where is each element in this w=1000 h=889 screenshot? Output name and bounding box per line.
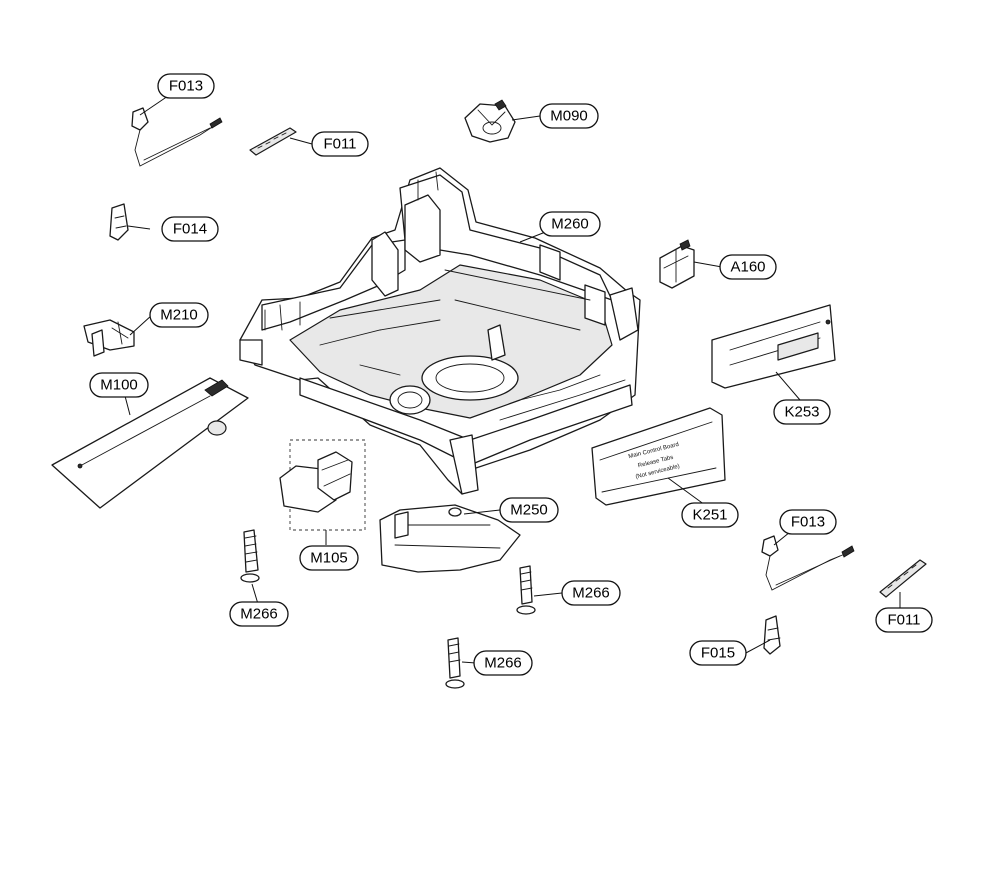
svg-text:M105: M105 <box>310 550 348 567</box>
m266-screw-bottom <box>445 637 465 689</box>
callout-f013-right: F013 <box>779 509 837 535</box>
callout-m260: M260 <box>539 211 601 237</box>
callout-f015: F015 <box>689 640 747 666</box>
svg-text:M250: M250 <box>510 502 548 519</box>
m266-screw-left <box>240 529 260 583</box>
m210-valve <box>83 319 135 357</box>
callout-f013-top: F013 <box>157 73 215 99</box>
m100-tray <box>51 377 249 509</box>
f013-float-switch-top <box>131 107 223 167</box>
base-frame <box>239 167 641 495</box>
callout-m090: M090 <box>539 103 599 129</box>
f011-float-top <box>249 127 297 156</box>
svg-text:M266: M266 <box>572 585 610 602</box>
callout-m266-bottom: M266 <box>473 650 533 676</box>
callout-m100: M100 <box>89 372 149 398</box>
svg-text:F013: F013 <box>791 514 825 531</box>
callout-f011-top: F011 <box>311 131 369 157</box>
svg-text:M266: M266 <box>484 655 522 672</box>
callout-m266-mid: M266 <box>561 580 621 606</box>
callout-k253: K253 <box>773 399 831 425</box>
svg-text:M090: M090 <box>550 108 588 125</box>
callout-m250: M250 <box>499 497 559 523</box>
callout-a160: A160 <box>719 254 777 280</box>
callout-k251: K251 <box>681 502 739 528</box>
svg-text:M100: M100 <box>100 377 138 394</box>
callout-f014: F014 <box>161 216 219 242</box>
m250-bracket <box>379 504 521 573</box>
svg-text:F014: F014 <box>173 221 207 238</box>
f011-float-right <box>879 559 927 598</box>
svg-text:K253: K253 <box>784 404 819 421</box>
callout-f011-right: F011 <box>875 607 933 633</box>
svg-text:F015: F015 <box>701 645 735 662</box>
m090-component <box>464 99 516 143</box>
svg-text:M266: M266 <box>240 606 278 623</box>
k251-control-board: Main Control Board Release Tabs (Not ser… <box>591 407 726 506</box>
svg-text:F011: F011 <box>323 136 356 153</box>
callout-m266-left: M266 <box>229 601 289 627</box>
f015-bracket <box>763 615 781 655</box>
svg-text:K251: K251 <box>692 507 727 524</box>
svg-text:A160: A160 <box>730 259 765 276</box>
m105-sensor <box>279 439 366 531</box>
svg-text:F011: F011 <box>887 612 920 629</box>
svg-text:M210: M210 <box>160 307 198 324</box>
a160-component <box>659 239 695 289</box>
callout-m210: M210 <box>149 302 209 328</box>
svg-text:F013: F013 <box>169 78 203 95</box>
callout-m105: M105 <box>299 545 359 571</box>
f013-float-switch-right <box>761 535 855 591</box>
svg-text:M260: M260 <box>551 216 589 233</box>
m266-screw-mid <box>516 565 536 615</box>
k253-panel <box>711 304 836 389</box>
f014-bracket <box>109 203 129 241</box>
